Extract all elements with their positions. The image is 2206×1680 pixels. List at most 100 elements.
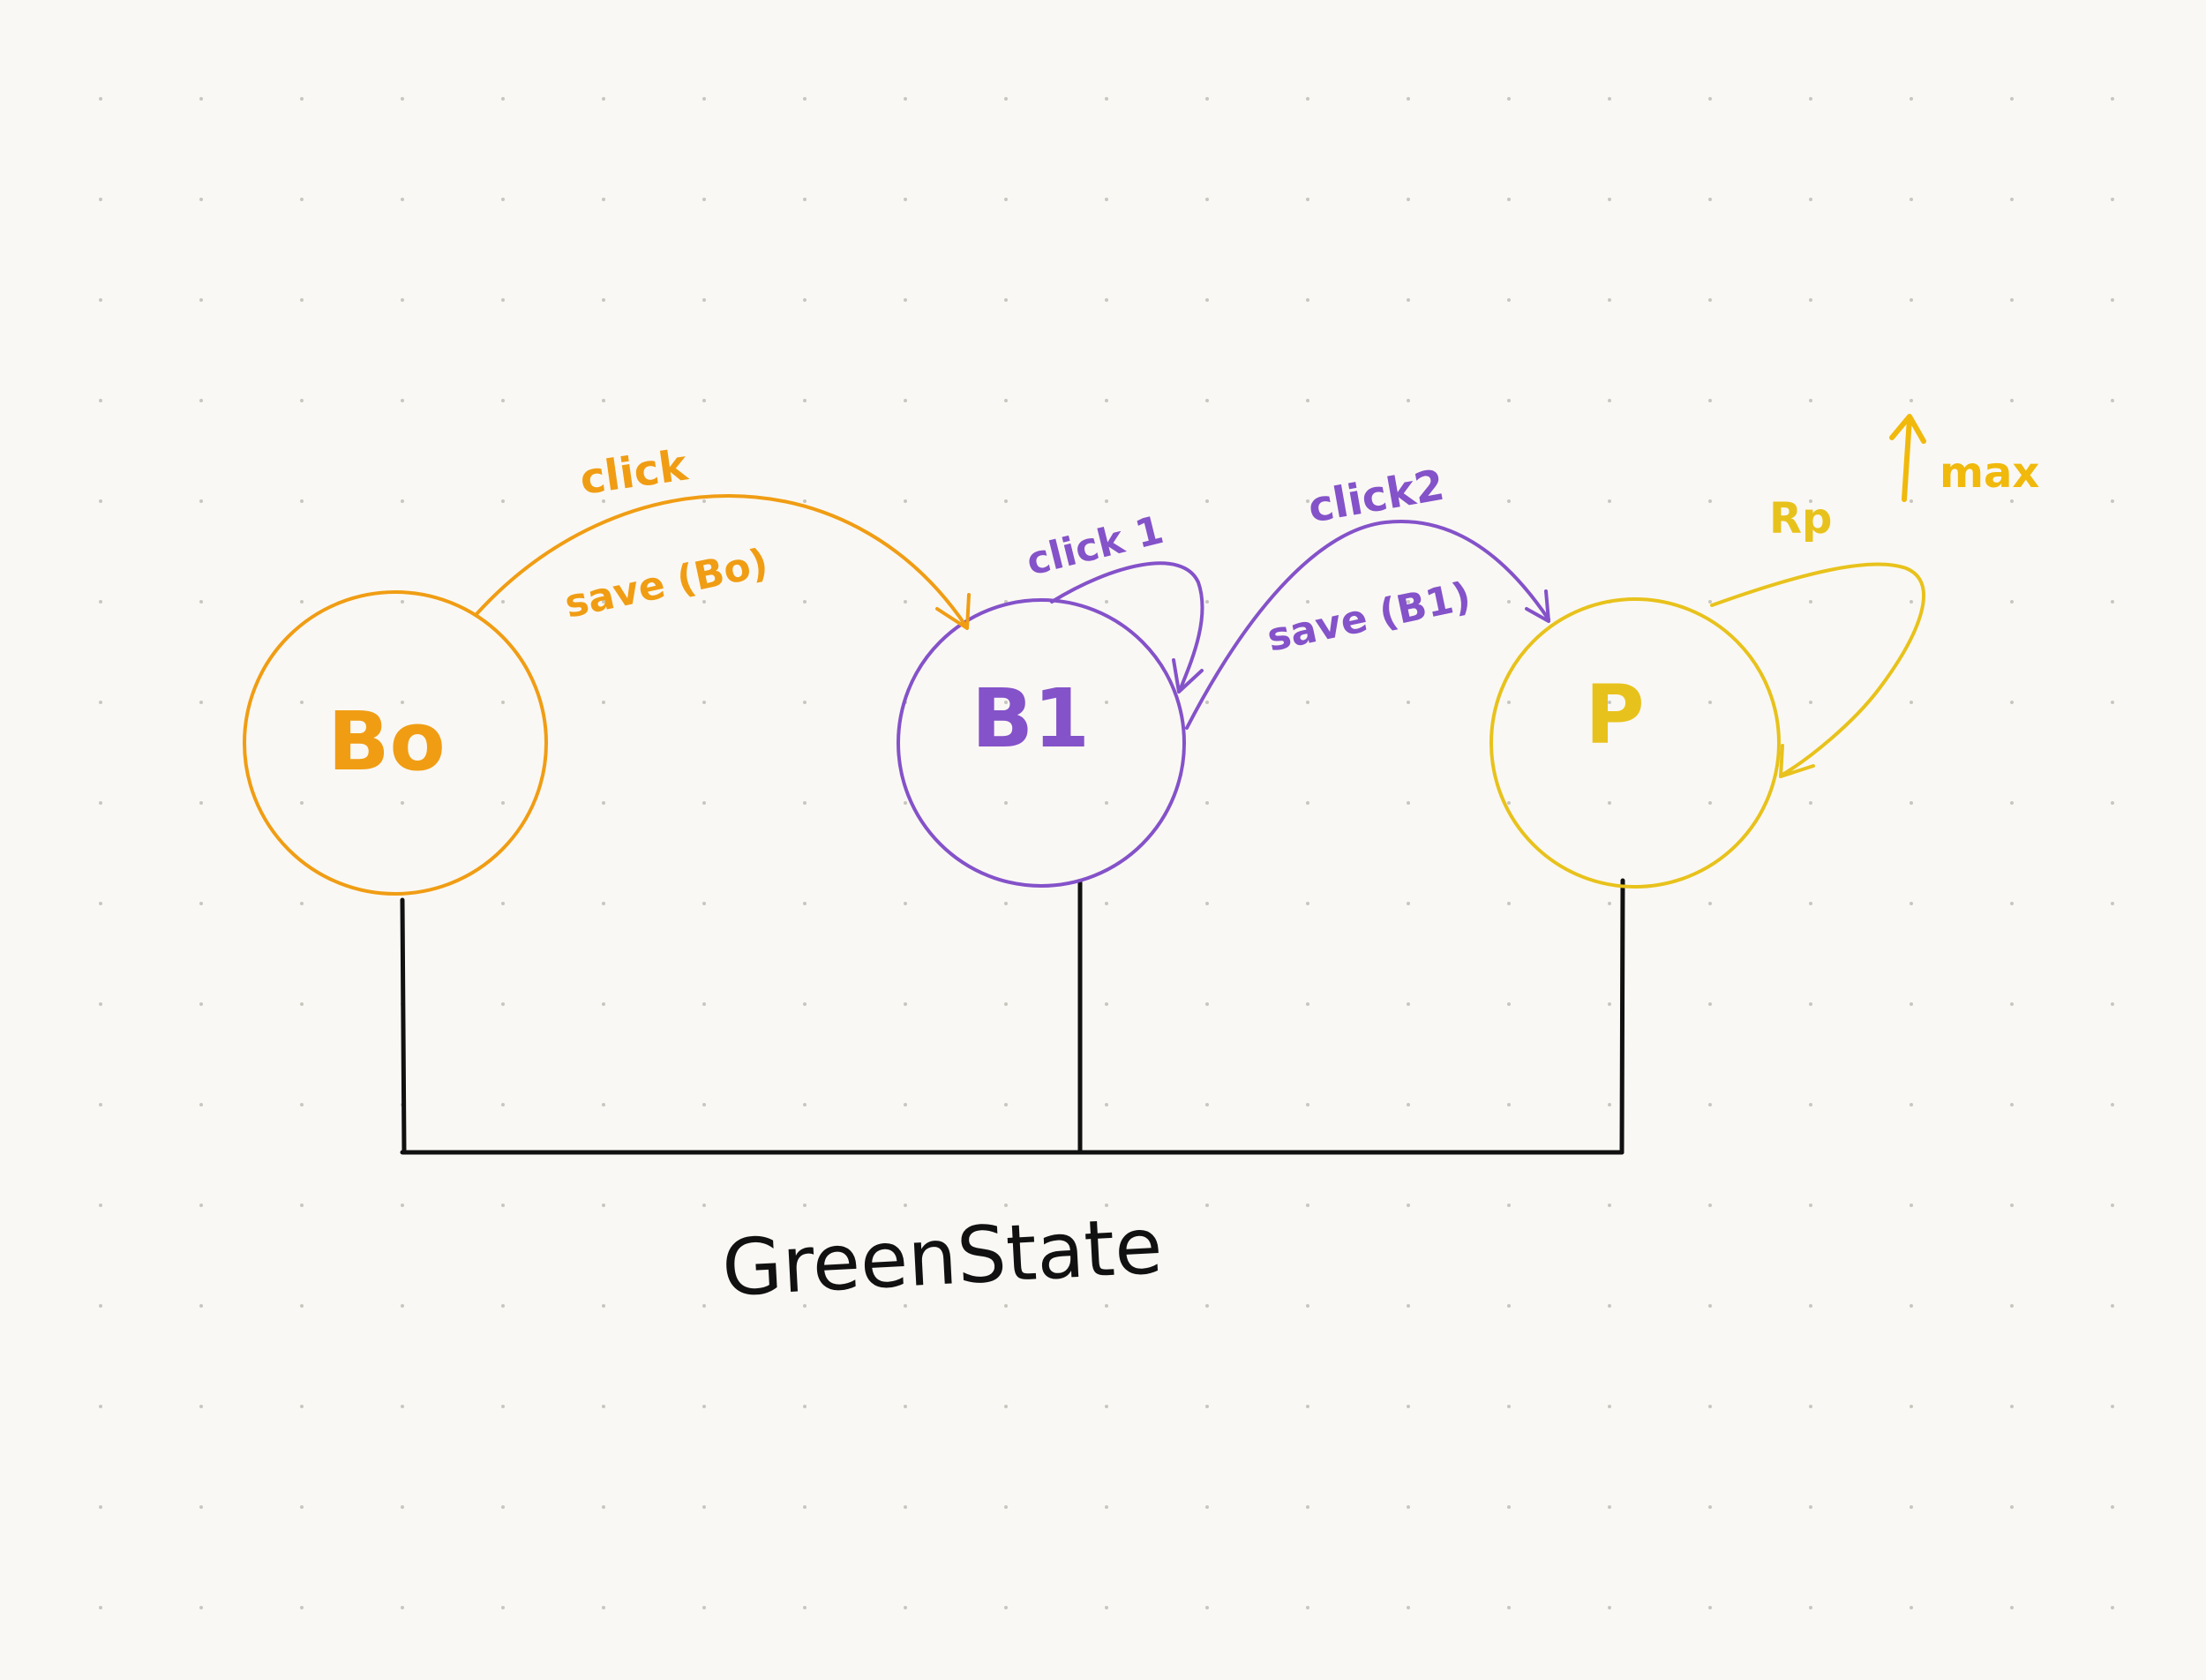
grid-dot — [602, 198, 605, 201]
grid-dot — [401, 298, 404, 302]
grid-dot — [2010, 399, 2014, 402]
grid-dot — [1910, 1606, 1913, 1609]
grid-dot — [1910, 399, 1913, 402]
grid-dot — [1608, 701, 1611, 704]
grid-dot — [1407, 1204, 1410, 1207]
state-p[interactable]: P — [1489, 597, 1781, 889]
grid-dot — [300, 298, 304, 302]
grid-dot — [1910, 499, 1913, 503]
grid-dot — [2010, 1304, 2014, 1308]
state-p-label: P — [1585, 668, 1644, 762]
grid-dot — [401, 600, 404, 604]
grid-dot — [1708, 198, 1712, 201]
grid-dot — [99, 399, 102, 402]
transition-b0-to-b1-arrowhead-icon — [935, 593, 971, 630]
grid-dot — [2010, 1405, 2014, 1408]
grid-dot — [803, 1304, 807, 1308]
grid-dot — [1507, 198, 1511, 201]
grid-dot — [2010, 198, 2014, 201]
grid-dot — [1105, 801, 1108, 805]
grid-dot — [904, 1405, 907, 1408]
grid-dot — [803, 1204, 807, 1207]
state-b0-label: Bo — [327, 694, 445, 789]
grid-dot — [1407, 399, 1410, 402]
grid-dot — [1708, 1505, 1712, 1509]
grid-dot — [401, 801, 404, 805]
grid-dot — [501, 1204, 505, 1207]
grid-dot — [1809, 298, 1812, 302]
grid-dot — [2010, 701, 2014, 704]
grid-dot — [702, 298, 706, 302]
grid-dot — [1407, 1304, 1410, 1308]
grid-dot — [1205, 1505, 1209, 1509]
grid-dot — [2010, 600, 2014, 604]
transition-b0-to-b1[interactable]: click save (Bo) — [475, 440, 971, 630]
grid-dot — [401, 1405, 404, 1408]
transition-b1-to-p[interactable]: click2 save (B1) — [1185, 461, 1550, 730]
state-b0[interactable]: Bo — [243, 590, 548, 896]
grid-dot — [2111, 97, 2114, 101]
grid-dot — [300, 1505, 304, 1509]
grid-dot — [1407, 1505, 1410, 1509]
state-b1[interactable]: B1 — [897, 598, 1186, 888]
grid-dot — [602, 1405, 605, 1408]
grid-dot — [99, 97, 102, 101]
grid-dot — [1507, 1304, 1511, 1308]
grid-dot — [702, 1002, 706, 1006]
grid-dot — [99, 1304, 102, 1308]
grid-dot — [501, 1505, 505, 1509]
grid-dot — [1004, 399, 1008, 402]
grid-dot — [199, 1405, 203, 1408]
grid-dot — [501, 701, 505, 704]
grid-dot — [501, 1405, 505, 1408]
grid-dot — [199, 1204, 203, 1207]
grid-dot — [1205, 801, 1209, 805]
grid-dot — [1306, 198, 1309, 201]
grid-dot — [1306, 298, 1309, 302]
grid-dot — [199, 298, 203, 302]
grid-dot — [199, 198, 203, 201]
grid-dot — [1809, 1405, 1812, 1408]
grid-dot — [1809, 600, 1812, 604]
grid-dot — [300, 701, 304, 704]
grid-dot — [1809, 801, 1812, 805]
grid-dot — [99, 1405, 102, 1408]
grid-dot — [1507, 1606, 1511, 1609]
grid-dot — [1507, 902, 1511, 905]
grid-dot — [1507, 1002, 1511, 1006]
grid-dot — [300, 499, 304, 503]
grid-dot — [602, 1505, 605, 1509]
grid-dot — [1004, 701, 1008, 704]
grid-dot — [602, 600, 605, 604]
grid-dot — [602, 701, 605, 704]
grid-dot — [1608, 298, 1611, 302]
grid-dot — [904, 1103, 907, 1106]
grid-dot — [2010, 499, 2014, 503]
grid-dot — [1708, 1606, 1712, 1609]
grid-dot — [2010, 97, 2014, 101]
grid-dot — [1708, 1103, 1712, 1106]
grid-dot — [199, 1103, 203, 1106]
grid-dot — [1306, 801, 1309, 805]
grid-dot — [300, 1405, 304, 1408]
grid-dot — [803, 1002, 807, 1006]
grid-dot — [602, 399, 605, 402]
grid-dot — [1507, 701, 1511, 704]
state-b1-circle — [897, 598, 1186, 888]
grid-dot — [501, 1304, 505, 1308]
grid-dot — [1004, 298, 1008, 302]
grid-dot — [2010, 801, 2014, 805]
grid-dot — [501, 1103, 505, 1106]
grid-dot — [803, 1505, 807, 1509]
transition-p-self[interactable]: Rp max — [1710, 414, 2039, 778]
grid-dot — [501, 499, 505, 503]
grid-dot — [501, 600, 505, 604]
grid-dot — [702, 1606, 706, 1609]
grid-dot — [99, 1505, 102, 1509]
grid-dot — [1708, 600, 1712, 604]
grid-dot — [1407, 499, 1410, 503]
grid-dot — [1205, 399, 1209, 402]
grid-dot — [1608, 499, 1611, 503]
grid-dot — [1608, 399, 1611, 402]
